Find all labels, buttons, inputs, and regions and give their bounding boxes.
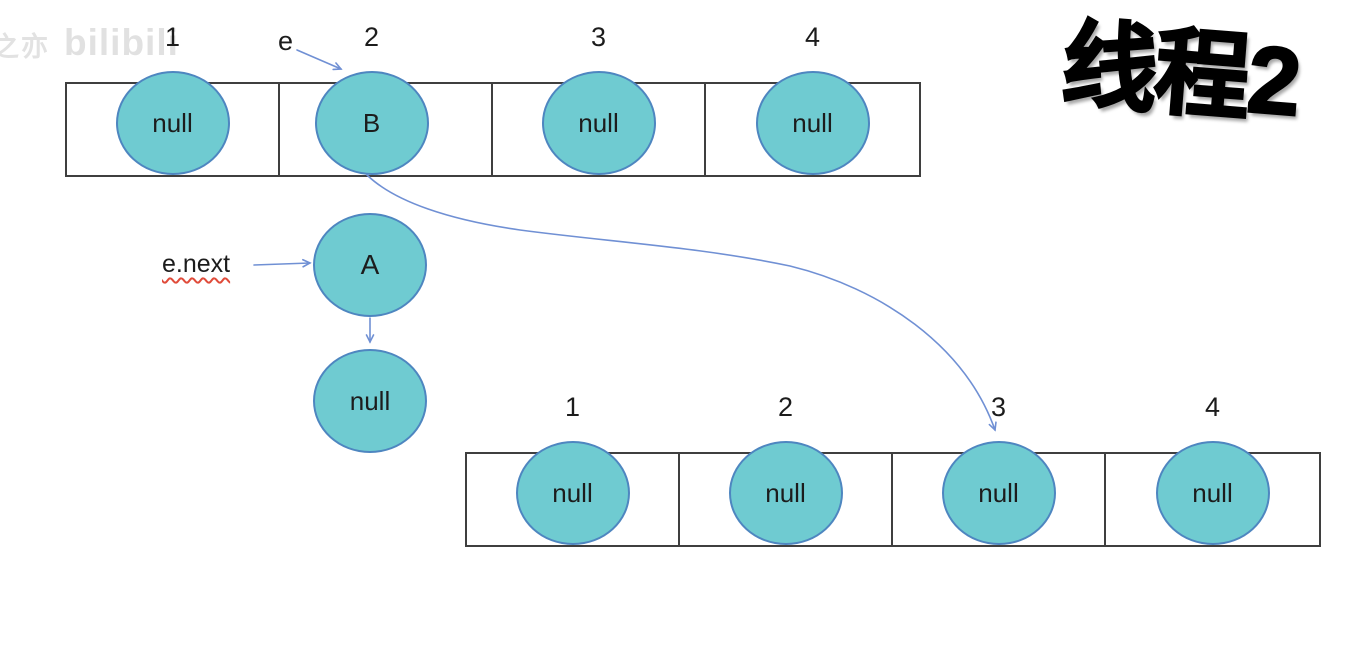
- pointer-e-label: e: [278, 26, 294, 56]
- bottom-node-4: null: [1155, 441, 1270, 545]
- bottom-array-cell-2: 2 null: [680, 392, 893, 545]
- top-bucket-array: 1 null 2 B 3 null 4 null: [65, 22, 921, 177]
- bottom-node-1: null: [515, 441, 630, 545]
- chain-node-a-value: A: [360, 249, 380, 280]
- chain-node-a: A: [313, 213, 427, 317]
- watermark-username: 之亦: [0, 32, 50, 62]
- bottom-node-2: null: [728, 441, 843, 545]
- top-node-2: B: [314, 71, 429, 175]
- pointer-enext-label: e.next: [162, 250, 231, 278]
- bottom-node-2-value: null: [765, 477, 806, 508]
- top-node-4: null: [755, 71, 870, 175]
- bottom-index-2: 2: [777, 392, 794, 422]
- bilibili-watermark: 之亦 bilibili: [0, 22, 179, 64]
- top-node-3: null: [541, 71, 656, 175]
- bottom-array-cell-4: 4 null: [1106, 392, 1319, 545]
- top-array-cell-3: 3 null: [493, 22, 706, 175]
- bottom-bucket-array: 1 null 2 null 3 null 4 null: [465, 392, 1321, 547]
- top-node-2-value: B: [362, 107, 381, 138]
- top-node-4-value: null: [792, 107, 833, 138]
- bottom-node-3-value: null: [978, 477, 1019, 508]
- bottom-array-cell-3: 3 null: [893, 392, 1106, 545]
- top-index-3: 3: [590, 22, 607, 52]
- thread-title: 线程2: [1057, 11, 1304, 138]
- bottom-index-3: 3: [990, 392, 1007, 422]
- top-index-1: 1: [164, 22, 181, 52]
- bottom-index-4: 4: [1204, 392, 1221, 422]
- chain-node-null-value: null: [349, 385, 391, 416]
- bottom-node-1-value: null: [552, 477, 593, 508]
- bottom-array-cell-1: 1 null: [467, 392, 680, 545]
- top-node-1-value: null: [152, 107, 193, 138]
- top-index-2: 2: [363, 22, 380, 52]
- top-index-4: 4: [804, 22, 821, 52]
- top-node-1: null: [115, 71, 230, 175]
- bottom-node-3: null: [941, 441, 1056, 545]
- bottom-node-4-value: null: [1192, 477, 1233, 508]
- top-array-cell-1: 1 null: [67, 22, 280, 175]
- top-array-cell-4: 4 null: [706, 22, 919, 175]
- chain-node-null: null: [313, 349, 427, 453]
- top-array-cell-2: 2 B: [280, 22, 493, 175]
- bottom-index-1: 1: [564, 392, 581, 422]
- bilibili-logo: bilibili: [64, 22, 179, 63]
- enext-pointer-arrow: [253, 258, 312, 268]
- top-node-3-value: null: [578, 107, 619, 138]
